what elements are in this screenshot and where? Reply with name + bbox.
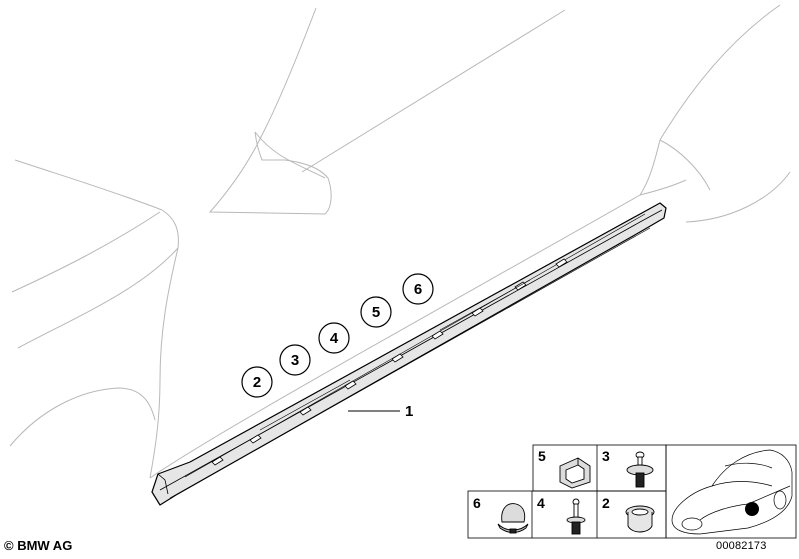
cell-part-3: 3 [602, 448, 654, 488]
label-part-1: 1 [405, 403, 413, 420]
locator-dot-icon [745, 502, 759, 516]
car-body-outline [9, 4, 791, 479]
callout-label: 5 [372, 304, 380, 321]
cell-label: 2 [602, 495, 610, 511]
locator-car-thumbnail [671, 449, 793, 535]
side-sill-part-1 [151, 202, 667, 506]
cell-part-6: 6 [473, 495, 529, 534]
cell-part-5: 5 [538, 448, 591, 489]
push-plug-icon [497, 503, 529, 534]
cell-part-4: 4 [537, 495, 586, 535]
callout-4: 4 [318, 322, 350, 354]
grommet-icon [625, 505, 655, 533]
callout-label: 4 [330, 330, 339, 347]
cell-label: 6 [473, 495, 481, 511]
document-number: 00082173 [716, 540, 767, 552]
cell-label: 5 [538, 448, 546, 464]
callout-2: 2 [241, 366, 273, 398]
callout-label: 6 [414, 281, 422, 298]
callout-3: 3 [279, 344, 311, 376]
cell-part-2: 2 [602, 495, 655, 533]
screw-washer-icon [626, 451, 654, 488]
parts-grid [467, 444, 797, 539]
cell-label: 4 [537, 495, 545, 511]
callout-5: 5 [360, 296, 392, 328]
callout-6: 6 [402, 273, 434, 305]
rivet-icon [566, 498, 586, 535]
copyright-notice: © BMW AG [4, 538, 73, 553]
u-clip-icon [559, 457, 591, 489]
cell-label: 3 [602, 448, 610, 464]
callout-label: 3 [291, 352, 299, 369]
callout-label: 2 [253, 374, 261, 391]
